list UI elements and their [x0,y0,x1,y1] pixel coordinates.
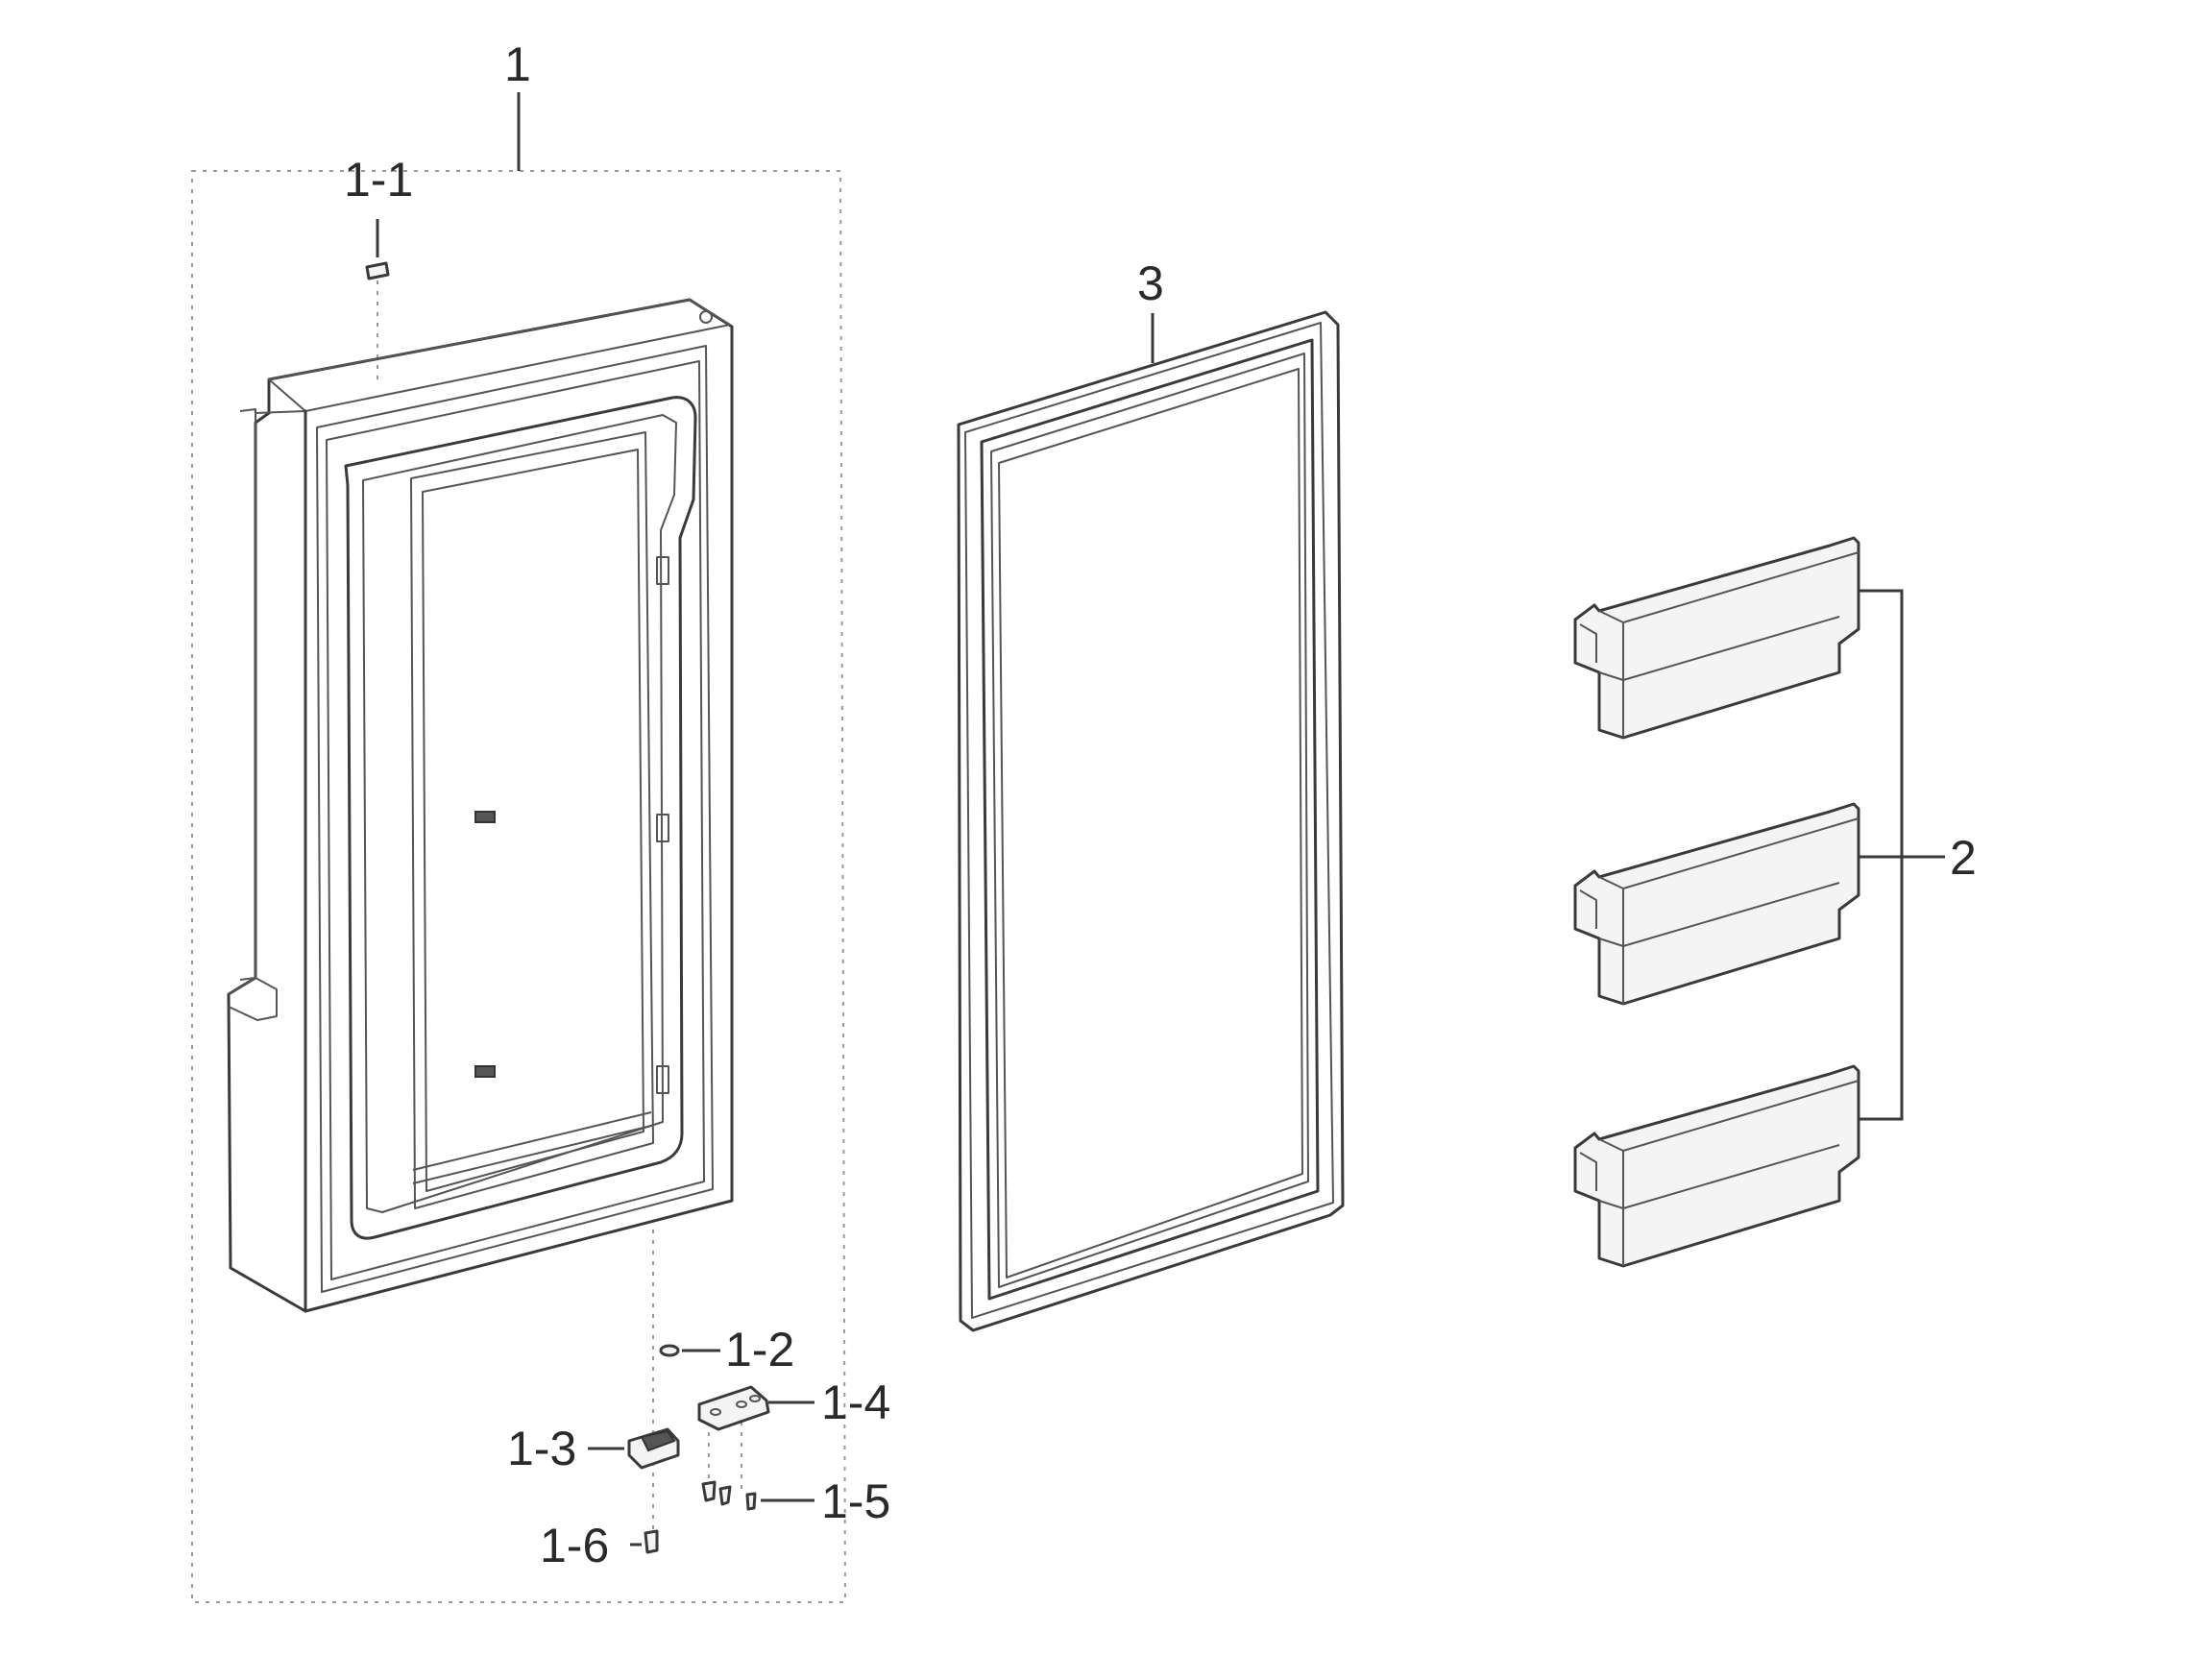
callout-1-3: 1-3 [507,1422,576,1475]
callout-1-6: 1-6 [540,1519,609,1572]
part-door-bin-bottom[interactable] [1573,1064,1860,1268]
part-door-bin-top[interactable] [1573,536,1860,740]
part-door-bin-middle[interactable] [1573,802,1860,1006]
callout-1-1: 1-1 [344,153,413,207]
callout-2: 2 [1950,831,1977,885]
part-screws-1-5[interactable] [701,1480,814,1511]
part-cap-1-1[interactable] [365,219,390,384]
part-door-assembly-1[interactable] [227,298,734,1313]
callout-3: 3 [1137,256,1164,310]
callout-1: 1 [504,37,531,91]
part-hinge-cam-1-3[interactable] [588,1427,680,1470]
part-washer-1-2[interactable] [659,1344,720,1357]
callout-1-4: 1-4 [821,1376,890,1429]
callout-1-2: 1-2 [725,1323,794,1376]
part-pin-1-6[interactable] [630,1529,659,1554]
callout-1-5: 1-5 [821,1474,890,1528]
part-hinge-plate-1-4[interactable] [697,1385,814,1431]
leader-2-bracket [1859,589,1945,1121]
part-gasket-3[interactable] [957,310,1345,1332]
